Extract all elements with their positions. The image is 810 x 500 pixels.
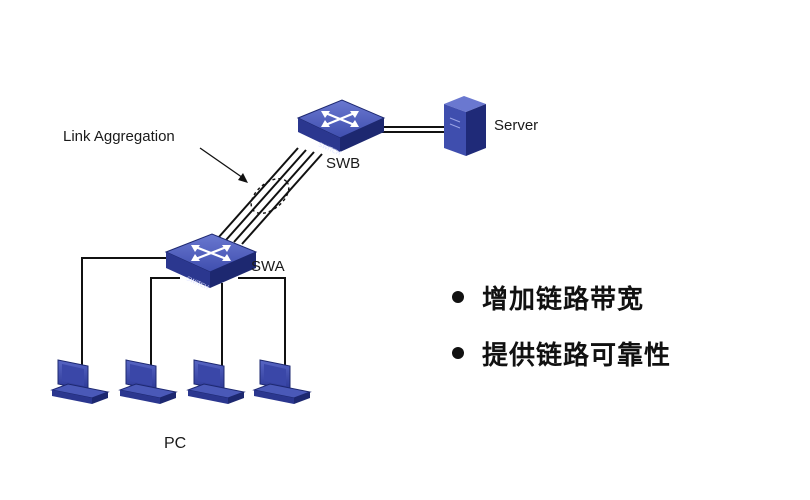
- swa-label: SWA: [251, 258, 285, 275]
- aggregated-links: [217, 147, 323, 245]
- switch-swb: SWITCH: [296, 99, 386, 157]
- server-links: [378, 126, 444, 133]
- trunk-link-3: [233, 151, 315, 243]
- bullet-icon: [452, 347, 464, 359]
- benefit-text: 增加链路带宽: [482, 284, 645, 315]
- benefit-item: 增加链路带宽: [452, 282, 671, 315]
- trunk-link-4: [241, 153, 323, 245]
- pc-links: [81, 257, 286, 372]
- pc-icon: [252, 359, 312, 404]
- pc-link-4: [238, 277, 286, 372]
- pc-icon: [186, 359, 246, 404]
- benefit-item: 提供链路可靠性: [452, 338, 671, 371]
- server-icon: [444, 96, 486, 156]
- switch-swa: SWITCH: [164, 233, 258, 291]
- switch-arrows-icon: [191, 244, 231, 262]
- pc-link-2: [150, 277, 180, 372]
- trunk-link-1: [217, 147, 299, 239]
- switch-arrows-icon: [321, 110, 359, 128]
- bullet-icon: [452, 291, 464, 303]
- trunk-link-2: [225, 149, 307, 241]
- benefits-list: 增加链路带宽 提供链路可靠性: [452, 282, 671, 394]
- label-arrow: [199, 147, 248, 183]
- link-aggregation-label: Link Aggregation: [63, 128, 175, 145]
- pc-label: PC: [164, 435, 187, 452]
- benefit-text: 提供链路可靠性: [482, 340, 672, 371]
- pc-icon: [118, 359, 178, 404]
- pc-link-1: [81, 257, 168, 372]
- aggregation-ring: [250, 178, 290, 214]
- swb-label: SWB: [326, 155, 361, 172]
- pc-icon: [50, 359, 110, 404]
- server-label: Server: [494, 117, 539, 134]
